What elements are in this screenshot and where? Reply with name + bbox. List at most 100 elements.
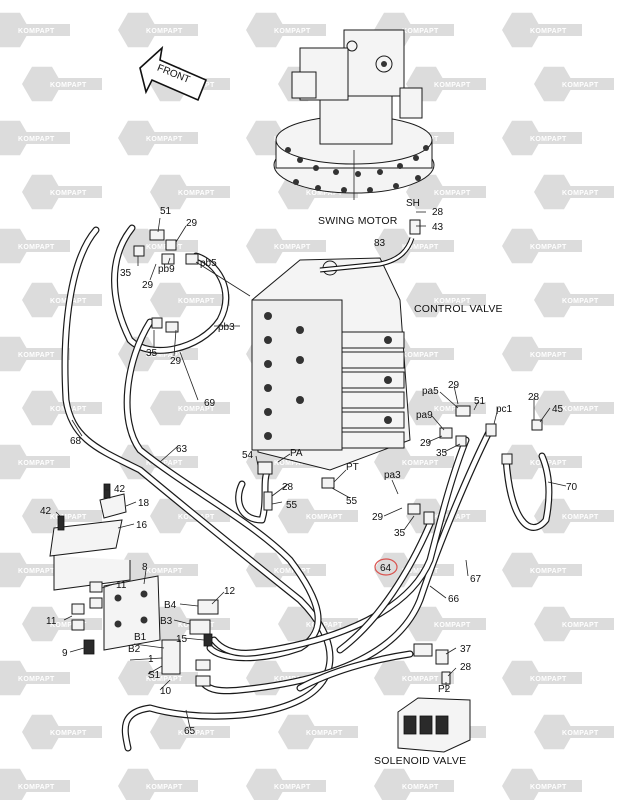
watermark-text: KOMPAPT [562,82,599,89]
callout-b3: B3 [160,616,173,627]
callout-42: 42 [114,484,126,495]
watermark-text: KOMPAPT [50,190,87,197]
callout-55: 55 [346,496,358,507]
watermark-tile: KOMPAPT [502,228,582,264]
leader-lines [55,211,567,729]
callout-b4: B4 [164,600,177,611]
callout-63: 63 [176,444,188,455]
watermark-tile: KOMPAPT [0,660,70,696]
callout-28: 28 [282,482,294,493]
callout-29: 29 [372,512,384,523]
watermark-text: KOMPAPT [18,784,55,791]
watermark-tile: KOMPAPT [118,12,198,48]
watermark-tile: KOMPAPT [150,282,230,318]
watermark-tile: KOMPAPT [534,390,614,426]
callout-35: 35 [436,448,448,459]
watermark-tile: KOMPAPT [118,660,198,696]
watermark-text: KOMPAPT [530,244,567,251]
watermark-tile: KOMPAPT [246,228,326,264]
watermark-text: KOMPAPT [50,730,87,737]
bracket-assembly [49,483,219,687]
callout-64: 64 [380,563,392,574]
callout-28: 28 [528,392,540,403]
callout-pb9: pb9 [158,264,175,275]
watermark-text: KOMPAPT [434,406,471,413]
watermark-tile: KOMPAPT [374,768,454,800]
watermark-text: KOMPAPT [18,136,55,143]
watermark-text: KOMPAPT [562,406,599,413]
callout-15: 15 [176,634,188,645]
callout-pa9: pa9 [416,410,433,421]
callout-70: 70 [566,482,578,493]
watermark-text: KOMPAPT [530,784,567,791]
watermark-tile: KOMPAPT [150,714,230,750]
watermark-text: KOMPAPT [146,136,183,143]
callout-pt: PT [346,462,359,473]
callout-s1: S1 [148,670,161,681]
watermark-text: KOMPAPT [18,352,55,359]
callout-16: 16 [136,520,148,531]
watermark-text: KOMPAPT [274,244,311,251]
watermark-text: KOMPAPT [18,568,55,575]
callout-labels: SH 28 43 83 51 29 35 29 pb9 pb5 pb3 35 2… [40,198,578,737]
watermark-tile: KOMPAPT [0,768,70,800]
callout-51: 51 [474,396,486,407]
callout-55: 55 [286,500,298,511]
watermark-text: KOMPAPT [146,784,183,791]
watermark-text: KOMPAPT [146,676,183,683]
solenoid-valve: SOLENOID VALVE [374,697,471,767]
callout-29: 29 [170,356,182,367]
watermark-tile: KOMPAPT [502,12,582,48]
watermark-text: KOMPAPT [562,514,599,521]
watermark-tile: KOMPAPT [502,768,582,800]
callout-68: 68 [70,436,82,447]
watermark-text: KOMPAPT [530,676,567,683]
callout-29: 29 [420,438,432,449]
watermark-text: KOMPAPT [434,190,471,197]
watermark-tile: KOMPAPT [150,174,230,210]
watermark-text: KOMPAPT [530,352,567,359]
watermark-text: KOMPAPT [146,460,183,467]
watermark-text: KOMPAPT [50,82,87,89]
watermark-text: KOMPAPT [562,622,599,629]
callout-35: 35 [146,348,158,359]
callout-9: 9 [62,648,68,659]
watermark-text: KOMPAPT [402,676,439,683]
callout-69: 69 [204,398,216,409]
watermark-text: KOMPAPT [562,298,599,305]
watermark-tile: KOMPAPT [502,660,582,696]
callout-11: 11 [46,616,57,627]
watermark-text: KOMPAPT [178,730,215,737]
watermark-tile: KOMPAPT [150,390,230,426]
watermark-tile: KOMPAPT [22,282,102,318]
callout-67: 67 [470,574,482,585]
callout-45: 45 [552,404,564,415]
callout-28: 28 [460,662,472,673]
watermark-text: KOMPAPT [18,460,55,467]
callout-29: 29 [448,380,460,391]
watermark-tile: KOMPAPT [278,498,358,534]
watermark-text: KOMPAPT [434,622,471,629]
callout-54: 54 [242,450,254,461]
watermark-tile: KOMPAPT [406,282,486,318]
watermark-tile: KOMPAPT [0,228,70,264]
watermark-text: KOMPAPT [178,190,215,197]
watermark-text: KOMPAPT [402,244,439,251]
watermark-tile: KOMPAPT [22,714,102,750]
watermark-tile: KOMPAPT [0,444,70,480]
callout-b2: B2 [128,644,141,655]
watermark-text: KOMPAPT [530,136,567,143]
watermark-text: KOMPAPT [274,568,311,575]
watermark-tile: KOMPAPT [534,174,614,210]
pipe-83 [319,237,415,273]
swing-motor: SWING MOTOR [273,29,435,227]
callout-29: 29 [142,280,154,291]
watermark-tile: KOMPAPT [374,444,454,480]
watermark-text: KOMPAPT [402,460,439,467]
solenoid-valve-label: SOLENOID VALVE [374,755,466,767]
watermark-text: KOMPAPT [434,82,471,89]
watermark-text: KOMPAPT [402,28,439,35]
swing-motor-label: SWING MOTOR [318,215,398,227]
watermark-tile: KOMPAPT [246,12,326,48]
